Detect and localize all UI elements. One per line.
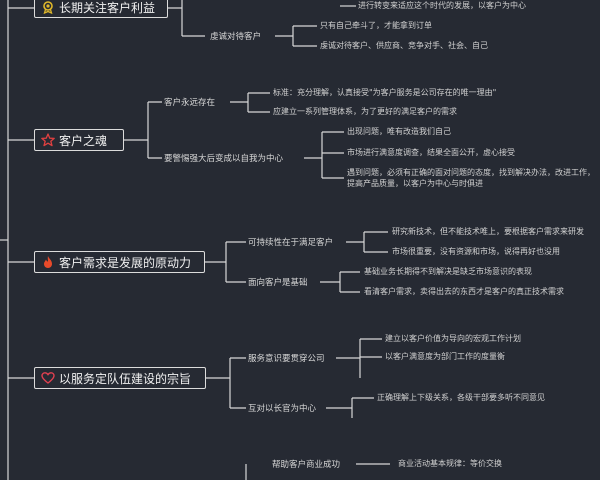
b4-sub2-leaf-1[interactable]: 正确理解上下级关系，各级干部要多听不同意见 [377,393,545,402]
b2-sub2-leaf-3[interactable]: 遇到问题，必须有正确的面对问题的态度，找到解决办法，改进工作，提高产品质量，以客… [347,168,595,188]
b3-split [205,241,246,283]
b2-split [124,101,162,159]
b4-sub1-leaf-2[interactable]: 以客户满意度为部门工作的度量衡 [385,352,505,361]
b3-sub1-label[interactable]: 可持续性在于满足客户 [248,238,334,248]
branch-long-term-customer-interest[interactable]: 长期关注客户利益 [34,0,168,18]
b2-sub1 [230,92,270,113]
b3-sub2-label[interactable]: 面向客户是基础 [248,278,308,288]
b1-sub1-leaf-1[interactable]: 进行转变来适应这个时代的发展，以客户为中心 [358,1,526,10]
medal-icon [41,0,55,14]
b3-sub2 [320,271,360,293]
heart-icon [41,371,55,385]
b3-sub1 [346,231,388,253]
b4-sub1-label[interactable]: 服务意识要贯穿公司 [248,354,325,364]
branch-label: 长期关注客户利益 [59,0,156,15]
b4-sub2 [326,397,374,418]
branch-customer-needs-driving-force[interactable]: 客户需求是发展的原动力 [34,251,205,273]
b1-sub2 [275,25,317,47]
b1-sub2-leaf-1[interactable]: 只有自己牵斗了，才能拿到订单 [320,21,432,30]
b4-sub1 [336,338,382,378]
b4-sub1-leaf-1[interactable]: 建立以客户价值为导向的宏观工作计划 [385,334,521,343]
b5-sub1-leaf-1[interactable]: 商业活动基本规律：等价交换 [398,459,502,468]
b1-split [168,0,205,37]
b3-sub2-leaf-2[interactable]: 看清客户需求，卖得出去的东西才是客户的真正技术需求 [364,287,564,296]
b1-sub2-leaf-2[interactable]: 虔诚对待客户、供应商、竞争对手、社会、自己 [320,41,488,50]
b2-sub1-leaf-1[interactable]: 标准：充分理解，认真接受"为客户服务是公司存在的唯一理由" [273,88,497,97]
b5-sub1-label[interactable]: 帮助客户商业成功 [272,460,341,470]
b2-sub1-label[interactable]: 客户永远存在 [164,98,216,108]
branch-label: 客户需求是发展的原动力 [59,255,192,270]
b1-sub2-label[interactable]: 虔诚对待客户 [210,32,262,42]
branch-label: 客户之魂 [59,133,108,148]
star-icon [41,133,55,147]
b2-sub1-leaf-2[interactable]: 应建立一系列管理体系，为了更好的满足客户的需求 [273,107,457,116]
b2-sub2-leaf-2[interactable]: 市场进行满意度调查，结果全面公开，虚心接受 [347,148,515,157]
branch-service-team-building[interactable]: 以服务定队伍建设的宗旨 [34,367,206,389]
b4-sub2-label[interactable]: 互对以长官为中心 [248,404,317,414]
b2-sub2-label[interactable]: 要警惕强大后变成以自我为中心 [164,154,284,164]
b2-sub2 [304,131,344,179]
branch-customer-soul[interactable]: 客户之魂 [34,129,124,151]
b3-sub2-leaf-1[interactable]: 基础业务长期得不到解决是缺乏市场意识的表现 [364,267,532,276]
fire-icon [41,255,55,269]
b2-sub2-leaf-1[interactable]: 出现问题，唯有改造我们自己 [347,127,451,136]
branch-label: 以服务定队伍建设的宗旨 [59,371,192,386]
b4-split [206,357,246,409]
b3-sub1-leaf-1[interactable]: 研究新技术，但不能技术唯上，要根据客户需求来研发 [392,227,584,236]
b3-sub1-leaf-2[interactable]: 市场很重要，没有资源和市场，说得再好也没用 [392,247,560,256]
